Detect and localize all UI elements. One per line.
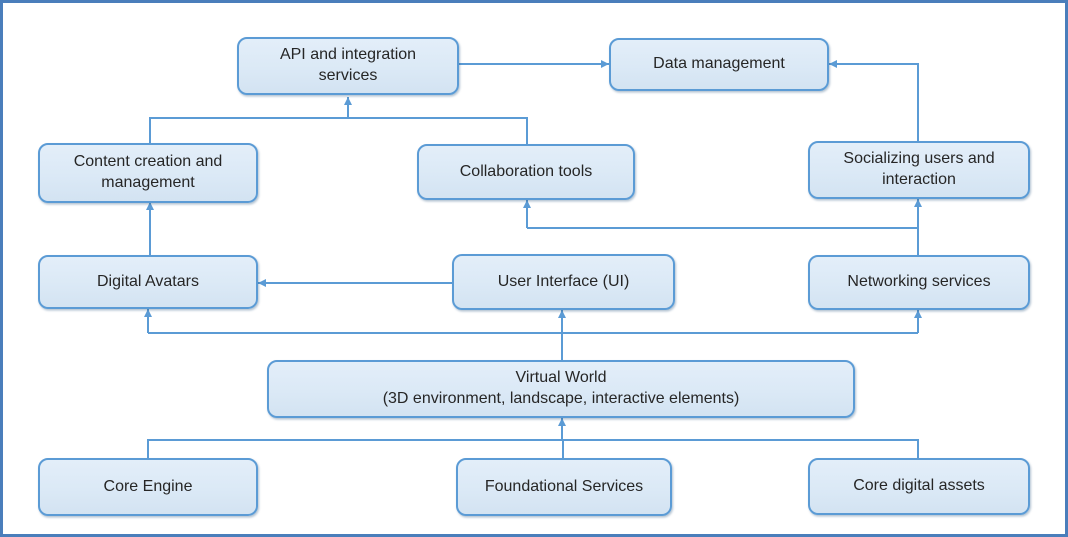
edge-socializing-to-data-management: [829, 60, 919, 141]
node-data-management: Data management: [609, 38, 829, 91]
node-core-engine: Core Engine: [38, 458, 258, 516]
node-digital-avatars: Digital Avatars: [38, 255, 258, 309]
node-networking-services: Networking services: [808, 255, 1030, 310]
node-user-interface: User Interface (UI): [452, 254, 675, 310]
node-foundational-services: Foundational Services: [456, 458, 672, 516]
edge-rail-content-collab: [149, 117, 528, 144]
node-core-digital-assets: Core digital assets: [808, 458, 1030, 515]
node-content-creation-management: Content creation and management: [38, 143, 258, 203]
node-collaboration-tools: Collaboration tools: [417, 144, 635, 200]
edge-rail-foundation-row: [147, 439, 919, 458]
node-socializing-users-interaction: Socializing users and interaction: [808, 141, 1030, 199]
node-api-integration-services: API and integration services: [237, 37, 459, 95]
node-virtual-world: Virtual World (3D environment, landscape…: [267, 360, 855, 418]
